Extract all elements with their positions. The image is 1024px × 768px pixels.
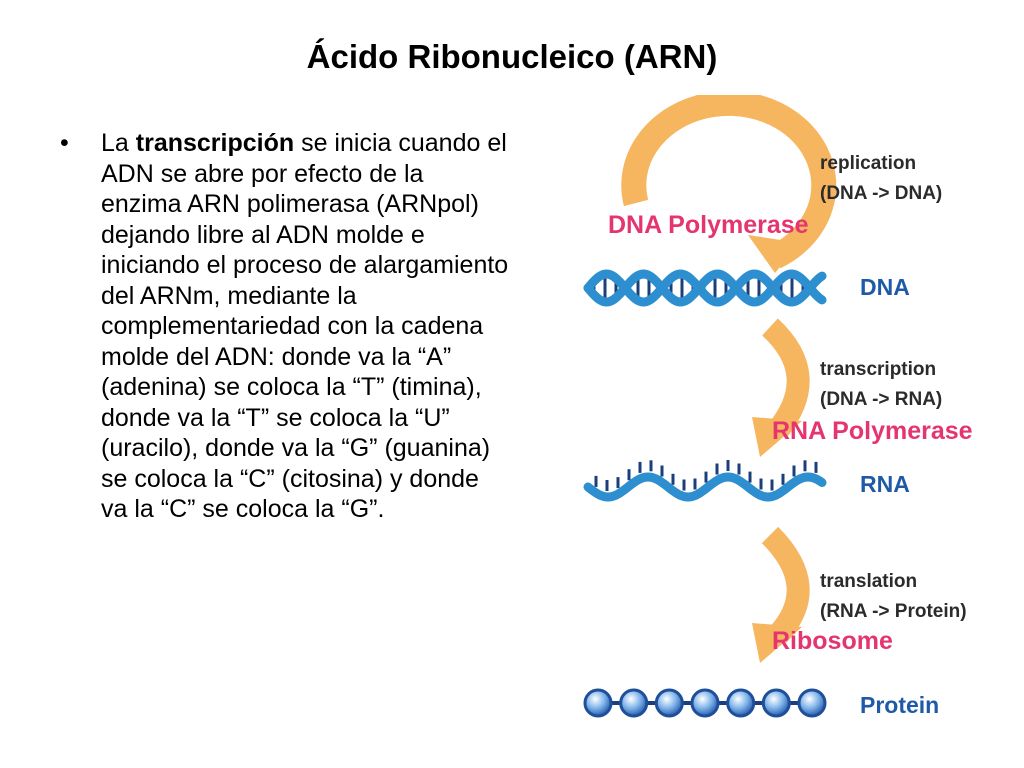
dna-polymerase-label: DNA Polymerase — [608, 211, 809, 239]
translation-sublabel: (RNA -> Protein) — [820, 601, 967, 622]
bullet-emphasis: transcripción — [135, 129, 295, 157]
rna-strand — [583, 460, 827, 502]
protein-bead-chain — [583, 688, 827, 718]
bullet-rest: se inicia cuando el ADN se abre por efec… — [101, 129, 509, 523]
protein-amino-acid-bead — [619, 688, 649, 718]
transcription-sublabel: (DNA -> RNA) — [820, 389, 942, 410]
rna-label: RNA — [860, 471, 910, 497]
protein-amino-acid-bead — [797, 688, 827, 718]
replication-label: replication — [820, 153, 916, 174]
translation-arrow — [752, 526, 810, 663]
replication-loop-arrow — [621, 95, 837, 273]
replication-sublabel: (DNA -> DNA) — [820, 183, 942, 204]
dna-double-helix — [583, 269, 827, 307]
slide-title: Ácido Ribonucleico (ARN) — [306, 38, 718, 75]
protein-label: Protein — [860, 692, 939, 718]
bullet-symbol: • — [60, 129, 69, 157]
bullet-list: • La transcripción se inicia cuando el A… — [60, 128, 510, 525]
translation-label: translation — [820, 571, 917, 592]
bullet-paragraph: La transcripción se inicia cuando el ADN… — [101, 128, 510, 525]
protein-amino-acid-bead — [726, 688, 756, 718]
protein-amino-acid-bead — [583, 688, 613, 718]
bullet-prefix: La — [101, 129, 136, 157]
central-dogma-svg: replication (DNA -> DNA) DNA Polymerase … — [583, 95, 973, 718]
protein-amino-acid-bead — [761, 688, 791, 718]
rna-polymerase-label: RNA Polymerase — [772, 417, 973, 445]
protein-amino-acid-bead — [654, 688, 684, 718]
dna-label: DNA — [860, 274, 910, 300]
ribosome-label: Ribosome — [772, 627, 893, 655]
transcription-label: transcription — [820, 359, 936, 380]
protein-amino-acid-bead — [690, 688, 720, 718]
central-dogma-diagram: replication (DNA -> DNA) DNA Polymerase … — [560, 95, 1024, 735]
transcription-arrow — [752, 318, 810, 457]
